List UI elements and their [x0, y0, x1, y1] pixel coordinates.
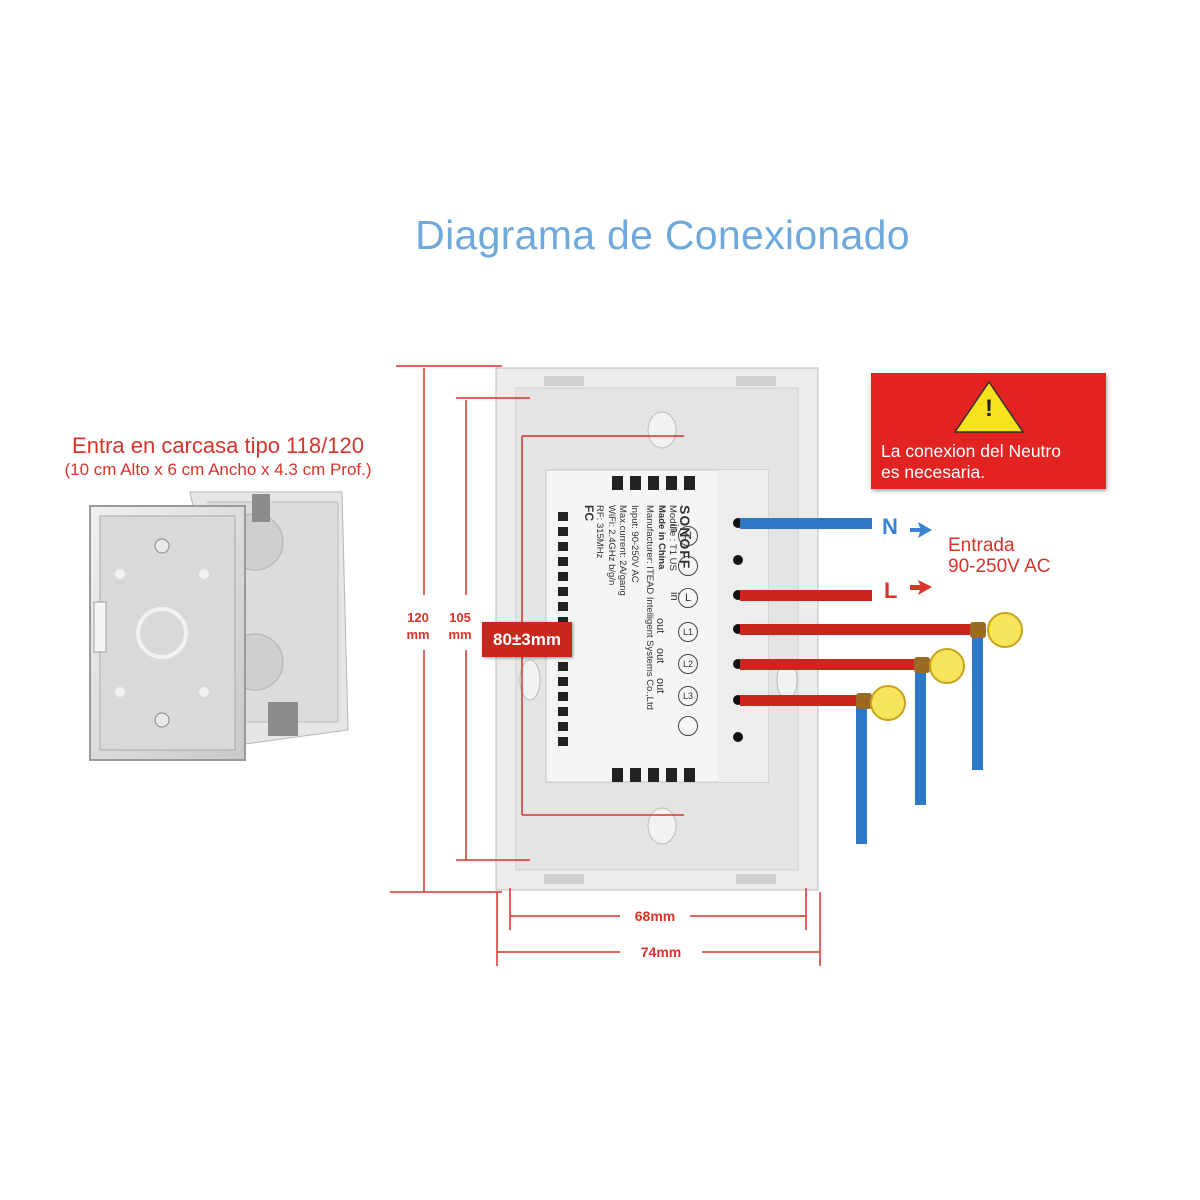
line-label: L	[884, 578, 898, 603]
dim-120-unit: mm	[406, 627, 430, 642]
warning-exclamation: !	[985, 395, 993, 422]
l2-wire	[740, 659, 922, 670]
vent-slot	[666, 768, 677, 782]
terminal-l3: L3	[678, 686, 698, 706]
vent-slot	[630, 768, 641, 782]
box-caption-title: Entra en carcasa tipo 118/120	[72, 433, 364, 458]
vent-slot	[558, 707, 568, 716]
vent-slot	[630, 476, 641, 490]
terminal-l: L	[678, 588, 698, 608]
terminal-blank-2	[678, 716, 698, 736]
dim-120-value: 120	[407, 610, 429, 625]
dim-105-unit: mm	[448, 627, 472, 642]
in-label-l: in	[668, 592, 680, 601]
vent-slot	[558, 677, 568, 686]
neutral-wire	[740, 518, 872, 529]
vent-slot	[558, 662, 568, 671]
box-caption-dimensions: (10 cm Alto x 6 cm Ancho x 4.3 cm Prof.)	[64, 460, 372, 479]
vent-slot	[558, 722, 568, 731]
warning-text-line2: es necesaria.	[881, 462, 986, 482]
vent-slot	[558, 737, 568, 746]
vent-slot	[558, 587, 568, 596]
vent-slot	[558, 602, 568, 611]
dim-105-value: 105	[449, 610, 471, 625]
warning-text-line1: La conexion del Neutro	[881, 441, 1061, 461]
wall-box-illustration	[89, 491, 349, 761]
vent-slot	[612, 476, 623, 490]
vent-slot	[558, 527, 568, 536]
vent-slot	[684, 768, 695, 782]
vent-slot	[666, 476, 677, 490]
arrow-left-icon	[910, 522, 932, 538]
l2-return-wire	[915, 670, 926, 805]
warning-triangle-icon	[953, 380, 1025, 433]
vent-slot	[558, 692, 568, 701]
terminal-blank	[678, 556, 698, 576]
depth-badge: 80±3mm	[482, 622, 572, 657]
neutral-label: N	[882, 514, 898, 539]
bulb-icon	[970, 612, 1023, 648]
line-wire	[740, 590, 872, 601]
neutral-warning-box: ! La conexion del Neutro es necesaria.	[871, 373, 1106, 489]
entrada-label: Entrada	[948, 535, 1015, 556]
bulb-icon	[914, 648, 965, 684]
bulb-icon	[856, 685, 906, 721]
l1-return-wire	[972, 635, 983, 770]
out-label-1: out	[654, 618, 666, 634]
vent-slot	[558, 512, 568, 521]
vent-slot	[684, 476, 695, 490]
terminal-n: N	[678, 526, 698, 546]
page-title: Diagrama de Conexionado	[415, 212, 910, 258]
out-label-3: out	[654, 678, 666, 694]
vent-slot	[558, 617, 568, 626]
dim-68mm: 68mm	[634, 908, 676, 924]
voltage-label: 90-250V AC	[948, 556, 1051, 577]
in-label-n: in	[668, 524, 680, 533]
vent-slot	[648, 476, 659, 490]
vent-slot	[558, 542, 568, 551]
vent-slot	[558, 557, 568, 566]
terminal-l1: L1	[678, 622, 698, 642]
l1-wire	[740, 624, 978, 635]
terminal-l2: L2	[678, 654, 698, 674]
l3-wire	[740, 695, 862, 706]
out-label-2: out	[654, 648, 666, 664]
dim-74mm: 74mm	[640, 944, 682, 960]
l3-return-wire	[856, 706, 867, 844]
arrow-left-icon	[910, 580, 932, 595]
vent-slot	[558, 572, 568, 581]
vent-slot	[648, 768, 659, 782]
vent-slot	[612, 768, 623, 782]
